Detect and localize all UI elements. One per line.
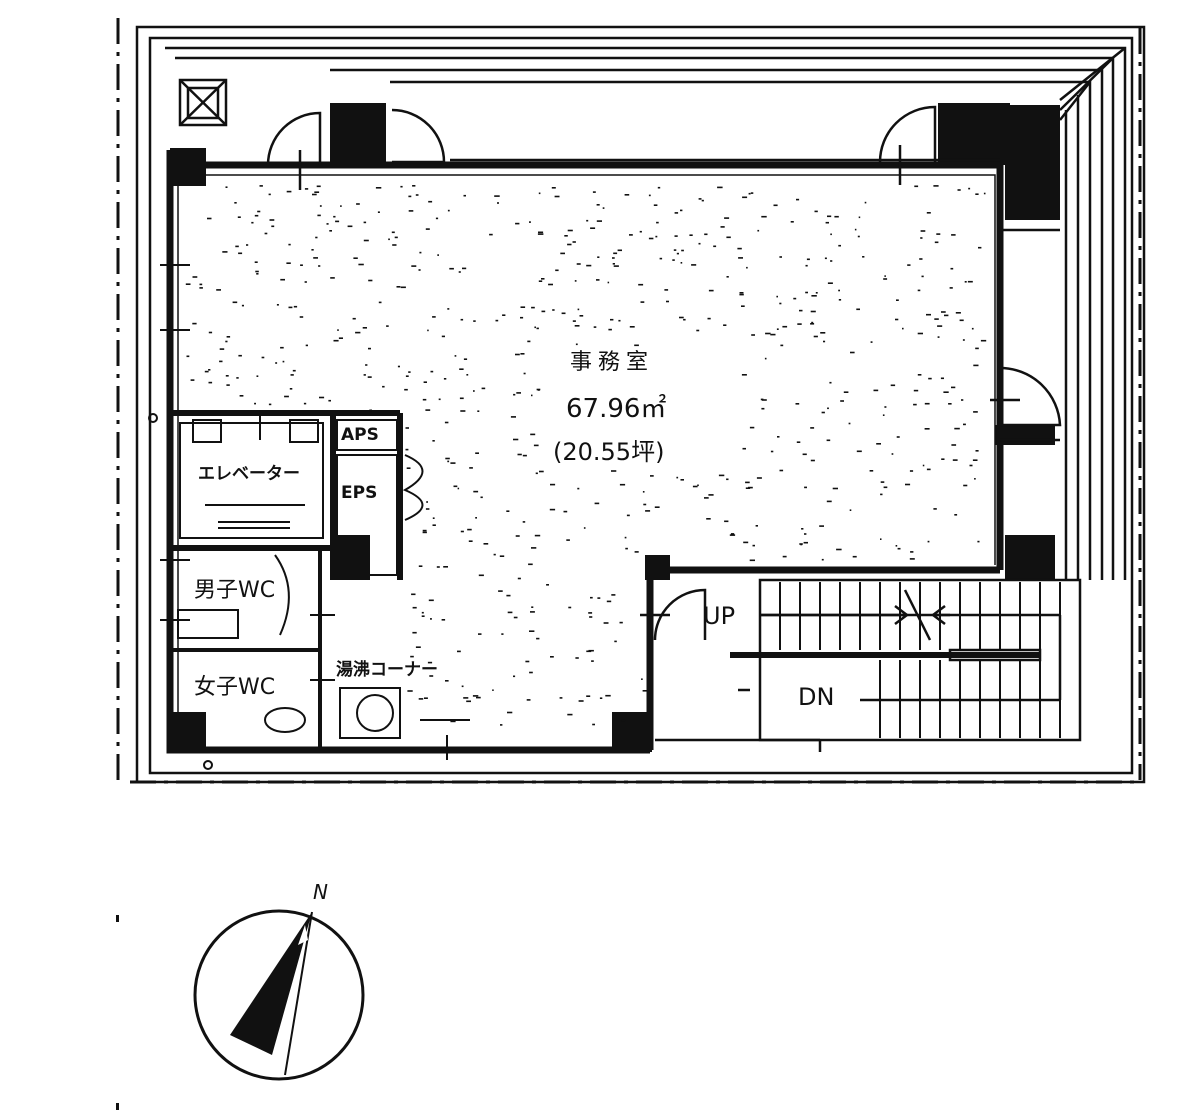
- aps-label: APS: [341, 425, 379, 445]
- womens-wc-label: 女子WC: [194, 675, 276, 700]
- right-door: [990, 228, 1062, 442]
- north-arrow-icon: [230, 912, 312, 1055]
- mens-wc-label: 男子WC: [194, 578, 276, 603]
- top-doors: [266, 105, 1000, 190]
- stair-arrows: [760, 589, 950, 641]
- duct-box: [178, 78, 228, 127]
- wc-fixtures: [177, 554, 470, 739]
- eps-label: EPS: [341, 483, 378, 503]
- office-area-label: 67.96㎡: [566, 394, 667, 424]
- stair-up-label: UP: [703, 602, 736, 630]
- stairs: [655, 578, 1082, 752]
- stair-door: [640, 588, 707, 641]
- elevator-label: エレベーター: [198, 464, 300, 484]
- stair-down-label: DN: [798, 683, 835, 711]
- wc-walls: [170, 546, 322, 750]
- margin-marks: [116, 915, 119, 1110]
- kitchenette-label: 湯沸コーナー: [336, 660, 438, 680]
- exterior-walls: [135, 25, 1146, 784]
- window-marks: [148, 264, 480, 770]
- floor-finish-pattern: [185, 185, 987, 726]
- office-tsubo-label: (20.55坪): [553, 438, 665, 466]
- elevator-shaft: [179, 410, 324, 539]
- compass-circle: [193, 909, 365, 1081]
- north-arrow-compass: [193, 909, 365, 1081]
- north-label: N: [313, 880, 328, 904]
- aps-eps-rooms: [336, 419, 424, 576]
- office-name-label: 事務室: [570, 350, 655, 375]
